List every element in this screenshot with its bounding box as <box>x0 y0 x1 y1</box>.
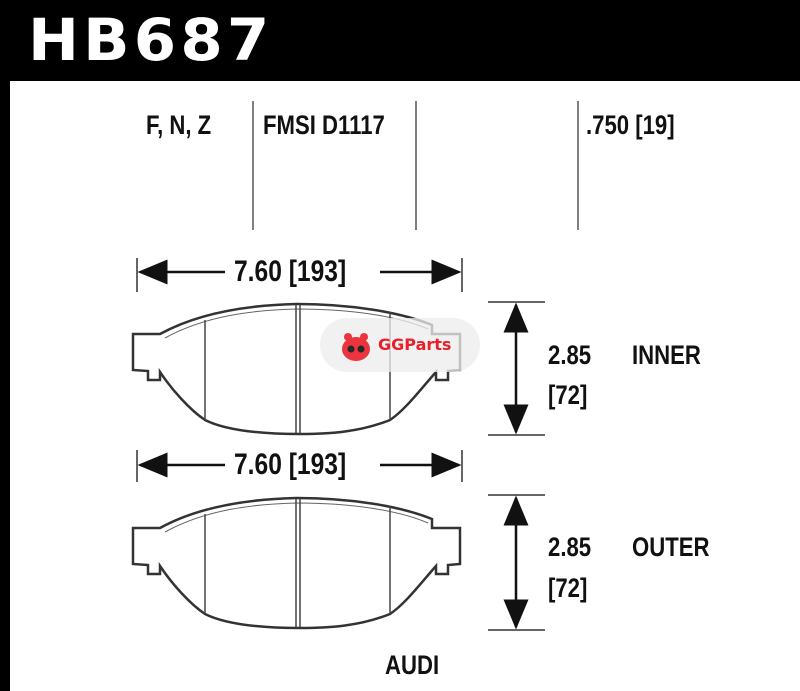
outer-pad-outline <box>131 496 462 630</box>
outer-width: 7.60 [193] <box>234 448 347 481</box>
outer-height: 2.85 <box>548 532 592 562</box>
outer-width-dimension <box>136 450 463 482</box>
inner-height: 2.85 <box>548 340 592 370</box>
compounds: F, N, Z <box>146 110 212 140</box>
thickness: .750 [19] <box>586 110 675 140</box>
outer-height-dimension <box>488 494 545 631</box>
inner-height-dimension <box>488 301 545 436</box>
inner-height-mm: [72] <box>548 380 588 410</box>
left-border <box>0 0 10 691</box>
inner-width: 7.60 [193] <box>234 255 347 288</box>
vehicle-make: AUDI <box>385 650 440 680</box>
mascot-icon <box>342 333 370 361</box>
outer-height-mm: [72] <box>548 573 588 603</box>
fmsi-number: FMSI D1117 <box>263 110 385 140</box>
inner-width-dimension <box>136 258 463 292</box>
ggparts-watermark <box>320 318 480 372</box>
watermark-text: GGParts <box>378 335 452 354</box>
inner-label: INNER <box>632 340 701 370</box>
header-bar <box>0 0 800 81</box>
outer-label: OUTER <box>632 532 710 562</box>
part-number: HB687 <box>28 6 274 74</box>
